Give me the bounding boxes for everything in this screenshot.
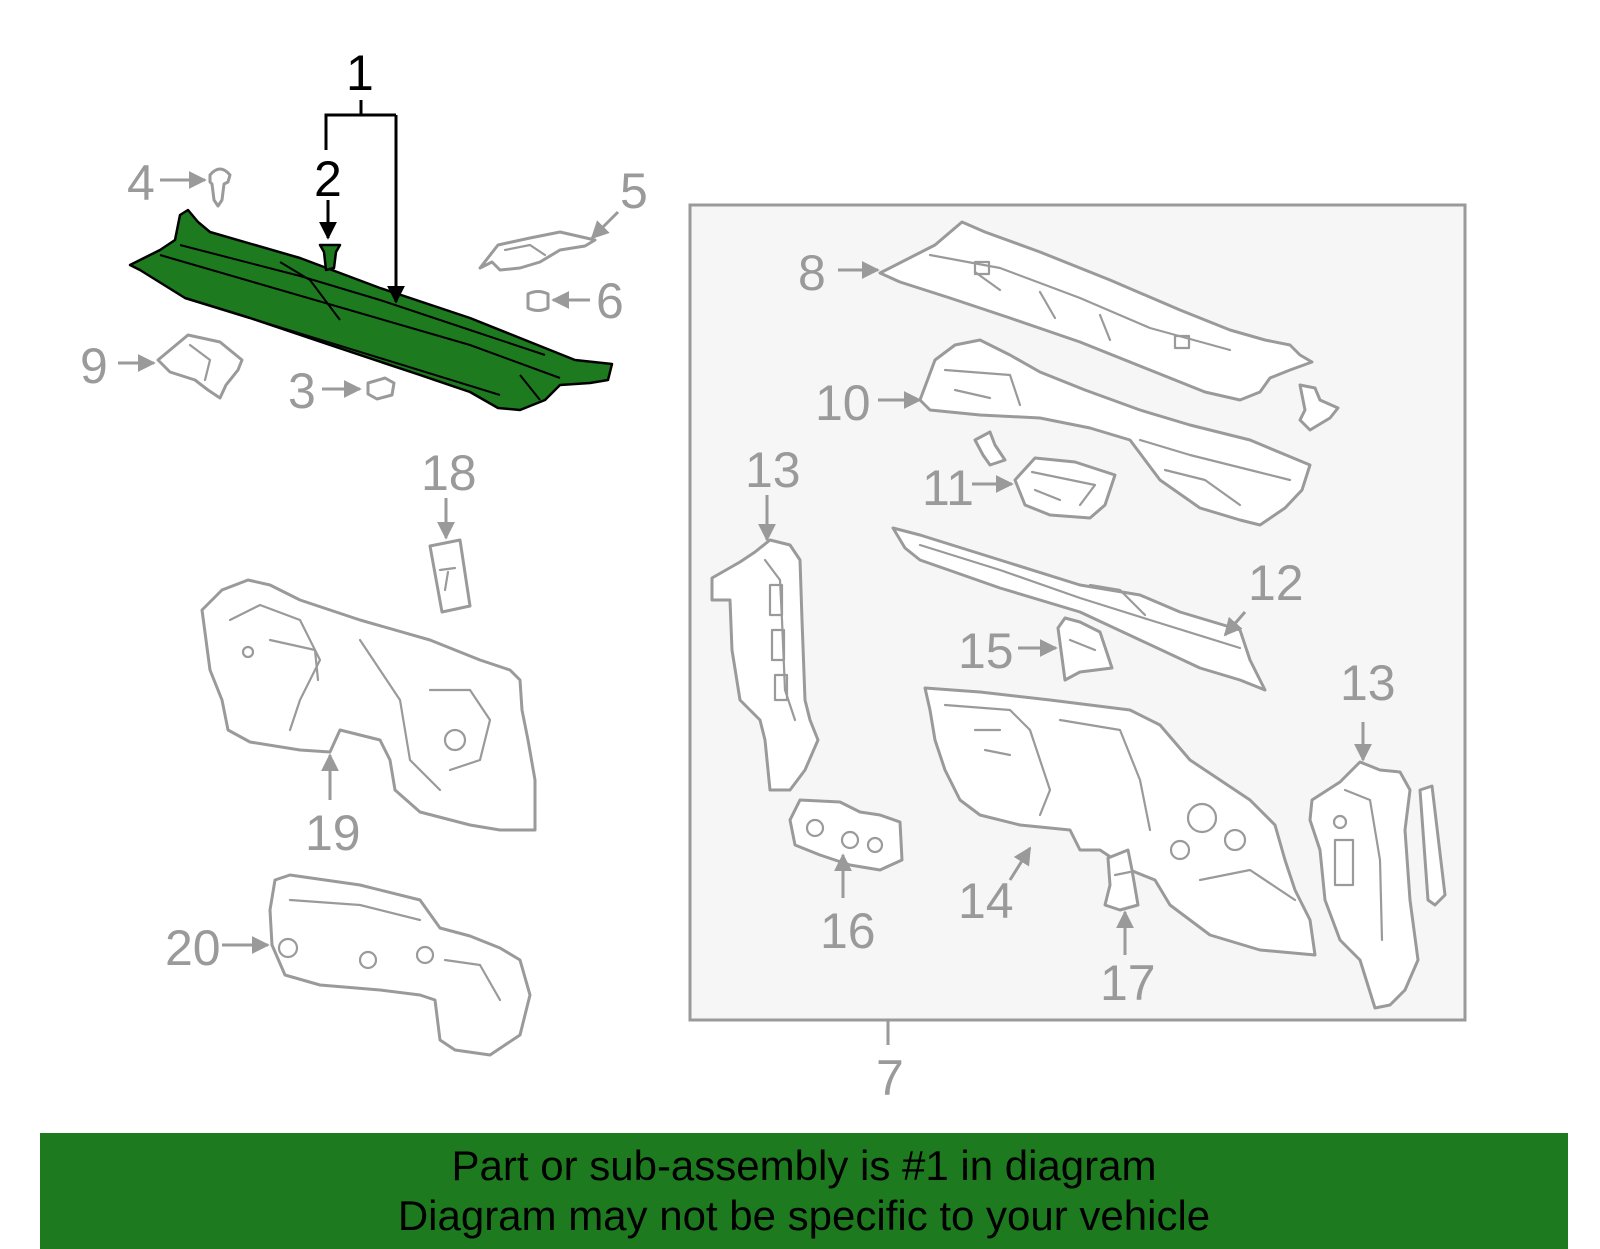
leader-14: [1008, 846, 1032, 881]
banner-line-1: Part or sub-assembly is #1 in diagram: [451, 1142, 1157, 1189]
callout-1: 1: [346, 45, 374, 101]
part-8-upper-cowl[interactable]: [878, 220, 1314, 402]
callout-20: 20: [165, 920, 221, 976]
callout-13b: 13: [1340, 655, 1396, 711]
callout-8: 8: [798, 245, 826, 301]
part-10-plenum[interactable]: [918, 338, 1312, 527]
callout-18: 18: [421, 445, 477, 501]
part-13-right-pillar[interactable]: [1308, 760, 1447, 1010]
part-2-clip[interactable]: [318, 243, 342, 272]
info-banner: Part or sub-assembly is #1 in diagram Di…: [40, 1133, 1568, 1249]
banner-line-2: Diagram may not be specific to your vehi…: [397, 1192, 1211, 1239]
part-7-small-bracket[interactable]: [1298, 383, 1340, 432]
part-6-bumper[interactable]: [526, 290, 550, 312]
callout-2: 2: [314, 151, 342, 207]
callout-7: 7: [876, 1050, 904, 1106]
callout-10: 10: [815, 375, 871, 431]
part-15-bracket[interactable]: [1056, 616, 1114, 682]
callout-17: 17: [1100, 955, 1156, 1011]
part-5-bracket[interactable]: [478, 230, 597, 272]
part-18-insulator[interactable]: [428, 538, 472, 614]
leader-1-bracket: [324, 113, 396, 150]
callout-4: 4: [127, 155, 155, 211]
part-14-dash-panel[interactable]: [923, 686, 1317, 957]
callout-15: 15: [958, 623, 1014, 679]
callout-19: 19: [305, 805, 361, 861]
leader-12: [1223, 611, 1247, 637]
callout-3: 3: [288, 363, 316, 419]
callout-14: 14: [958, 873, 1014, 929]
part-9-seal[interactable]: [156, 333, 244, 400]
callout-9: 9: [80, 338, 108, 394]
part-12-cross-bar[interactable]: [891, 526, 1267, 692]
part-1-cowl-panel[interactable]: [128, 208, 614, 412]
callout-16: 16: [820, 903, 876, 959]
callout-5: 5: [620, 163, 648, 219]
callout-13a: 13: [745, 442, 801, 498]
part-17-bracket[interactable]: [1103, 848, 1140, 912]
part-16-bracket[interactable]: [788, 798, 904, 872]
callout-6: 6: [596, 273, 624, 329]
callout-12: 12: [1248, 555, 1304, 611]
part-3-clip[interactable]: [366, 376, 396, 401]
part-11-reinforcement[interactable]: [973, 430, 1117, 520]
part-4-push-pin[interactable]: [208, 167, 232, 208]
callout-11: 11: [922, 460, 974, 516]
leader-5: [590, 210, 620, 240]
part-19-dash-insulator[interactable]: [200, 578, 537, 832]
part-20-dash-outer-insulator[interactable]: [268, 873, 532, 1057]
